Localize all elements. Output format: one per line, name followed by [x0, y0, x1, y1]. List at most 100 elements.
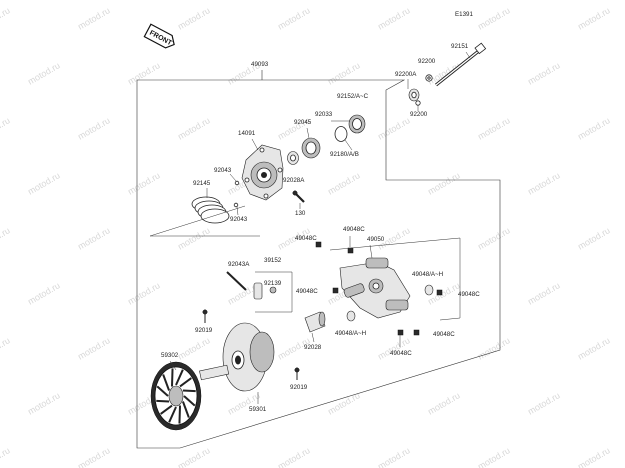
watermark-text: motod.ru — [0, 335, 12, 361]
watermark-text: motod.ru — [276, 5, 312, 31]
assembly-outline — [136, 79, 501, 449]
watermark-text: motod.ru — [26, 280, 62, 306]
label-92200-top: 92200 — [418, 58, 436, 65]
watermark-text: motod.ru — [126, 170, 162, 196]
watermark-text: motod.ru — [476, 5, 512, 31]
watermark-text: motod.ru — [576, 445, 612, 468]
leader-92028 — [311, 332, 315, 343]
label-92152: 92152/A~C — [337, 93, 369, 100]
sheave-fin — [156, 385, 169, 397]
watermark-text: motod.ru — [476, 225, 512, 251]
watermark-text: motod.ru — [0, 5, 12, 31]
nut-49048C-4 — [436, 289, 443, 296]
label-92043-a: 92043 — [214, 167, 232, 174]
watermark-text: motod.ru — [176, 5, 212, 31]
watermark-text: motod.ru — [376, 5, 412, 31]
watermark-text: motod.ru — [0, 225, 12, 251]
watermark-text: motod.ru — [176, 225, 212, 251]
watermark-text: motod.ru — [76, 115, 112, 141]
watermark-text: motod.ru — [576, 335, 612, 361]
sheave-fin — [175, 369, 184, 386]
leader-59302 — [169, 360, 177, 371]
watermark-text: motod.ru — [376, 115, 412, 141]
label-92045: 92045 — [294, 119, 312, 126]
label-92145: 92145 — [193, 180, 211, 187]
label-92151: 92151 — [451, 43, 469, 50]
watermark-text: motod.ru — [76, 225, 112, 251]
watermark-text: motod.ru — [326, 60, 362, 86]
watermark-text: motod.ru — [76, 335, 112, 361]
label-59302: 59302 — [161, 352, 179, 359]
watermark-text: motod.ru — [576, 225, 612, 251]
label-49048C-6: 49048C — [390, 350, 412, 357]
watermark-text: motod.ru — [526, 60, 562, 86]
watermark-text: motod.ru — [276, 445, 312, 468]
leader-14091 — [251, 138, 259, 151]
spring-92145 — [191, 196, 230, 224]
cover-14091 — [241, 144, 284, 201]
sheave-fin — [156, 399, 170, 403]
weight-group-39152 — [253, 271, 293, 313]
label-59301: 59301 — [249, 406, 267, 413]
bolt-92019-b — [294, 367, 300, 380]
sheave-fin — [181, 401, 190, 418]
nut-49048C-3 — [332, 287, 339, 294]
label-92019-a: 92019 — [195, 327, 213, 334]
label-92180: 92180/A/B — [330, 151, 359, 158]
figure-code: E1391 — [455, 11, 473, 18]
watermark-text: motod.ru — [526, 390, 562, 416]
watermark-text: motod.ru — [376, 335, 412, 361]
watermark-text: motod.ru — [576, 115, 612, 141]
watermark-text: motod.ru — [176, 445, 212, 468]
nut-49048C-5 — [413, 329, 420, 336]
label-49048C-1: 49048C — [295, 235, 317, 242]
watermark-text: motod.ru — [426, 390, 462, 416]
label-49048C-4: 49048C — [458, 291, 480, 298]
watermark-text: motod.ru — [376, 445, 412, 468]
label-92200A: 92200A — [395, 71, 417, 78]
bearing-92045 — [301, 137, 321, 159]
watermark-text: motod.ru — [126, 280, 162, 306]
leader-92043-a — [229, 173, 237, 182]
bearing-92033 — [348, 114, 366, 134]
watermark-text: motod.ru — [476, 335, 512, 361]
watermark-text: motod.ru — [526, 170, 562, 196]
nut-49048C-1 — [315, 241, 322, 248]
label-92019-b: 92019 — [290, 384, 308, 391]
label-92139: 92139 — [264, 280, 282, 287]
label-92033: 92033 — [315, 111, 333, 118]
label-49048C-5: 49048C — [433, 331, 455, 338]
label-49048C-3: 49048C — [296, 288, 318, 295]
watermark-text: motod.ru — [576, 5, 612, 31]
pin-92043-b — [233, 202, 239, 208]
sheave-fin — [162, 374, 171, 391]
label-92028A: 92028A — [283, 177, 305, 184]
watermark-text: motod.ru — [126, 60, 162, 86]
label-49048C-2: 49048C — [343, 226, 365, 233]
label-92028: 92028 — [304, 344, 322, 351]
watermark-text: motod.ru — [76, 5, 112, 31]
watermark-text: motod.ru — [0, 115, 12, 141]
watermark-text: motod.ru — [176, 335, 212, 361]
label-130: 130 — [295, 210, 306, 217]
leader-assembly-diag — [149, 205, 246, 237]
bolt-92151 — [435, 42, 487, 87]
label-49050: 49050 — [367, 236, 385, 243]
pin-92043-a — [234, 180, 240, 186]
pin-92043A — [226, 271, 247, 291]
sheave-59302 — [150, 361, 230, 431]
sheave-59301 — [222, 322, 275, 392]
watermark-text: motod.ru — [26, 390, 62, 416]
label-92043-b: 92043 — [230, 216, 248, 223]
leader-92045 — [306, 127, 310, 139]
watermark-text: motod.ru — [26, 60, 62, 86]
washer-92200-mid — [415, 100, 421, 106]
label-92043A: 92043A — [228, 261, 250, 268]
watermark-text: motod.ru — [476, 445, 512, 468]
bushing-92028 — [304, 311, 326, 333]
watermark-text: motod.ru — [176, 115, 212, 141]
nut-49048C-6 — [397, 329, 404, 336]
watermark-text: motod.ru — [426, 170, 462, 196]
sheave-fin — [179, 377, 192, 388]
sheave-fin — [178, 405, 181, 424]
